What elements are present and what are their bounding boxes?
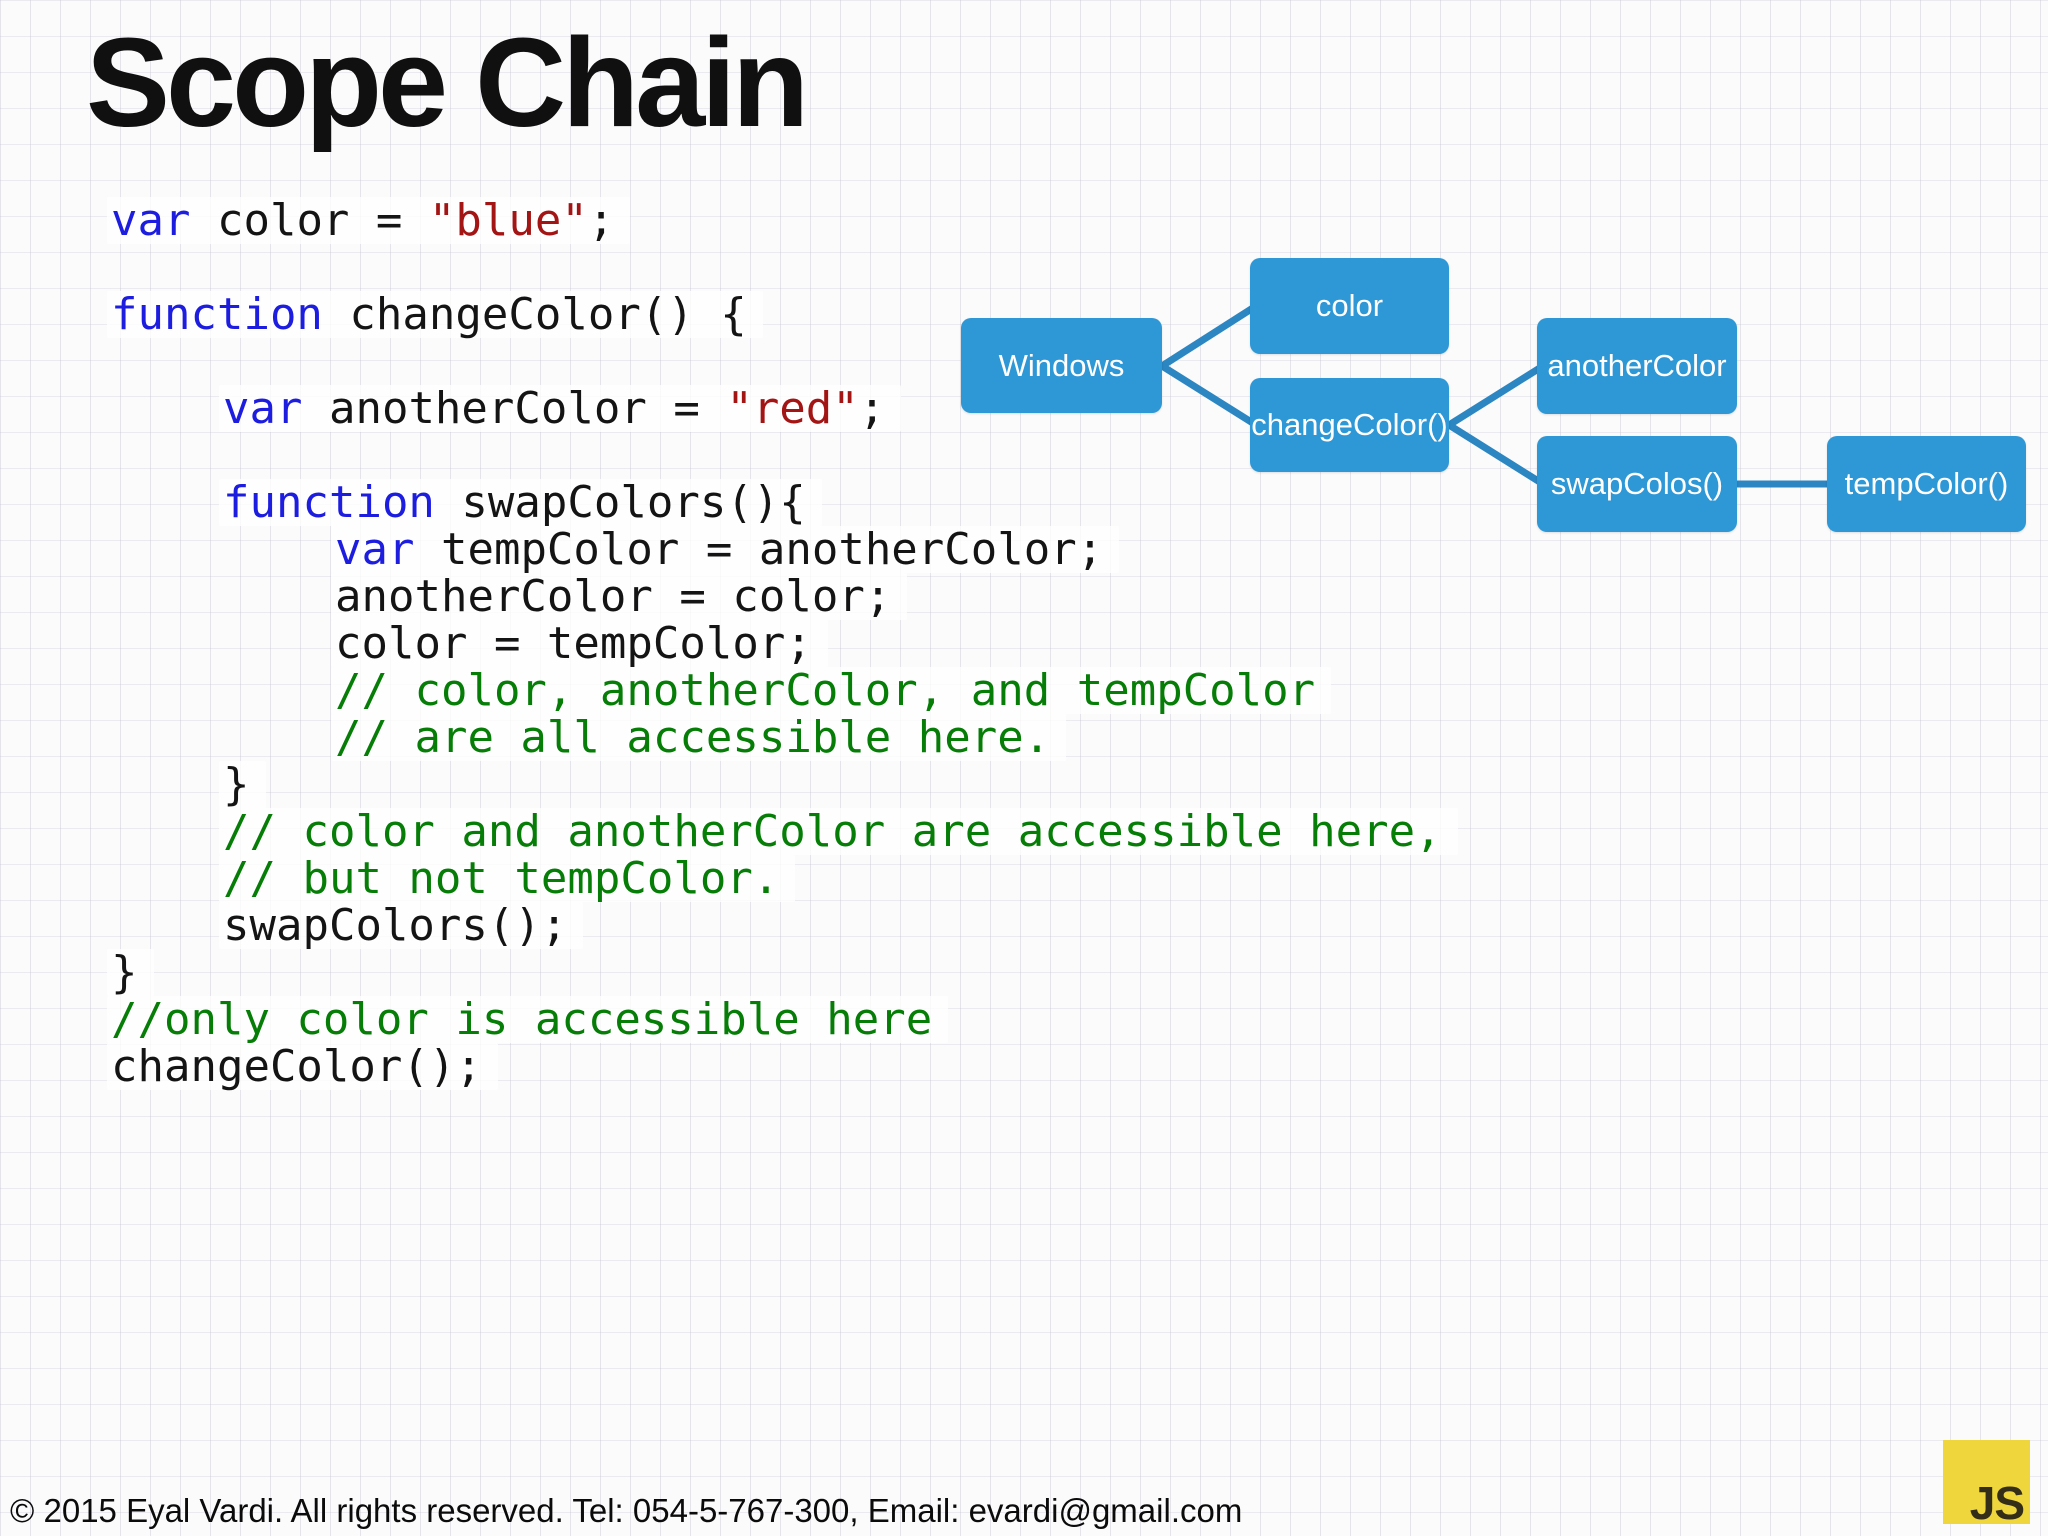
code-line-highlight: // but not tempColor. — [219, 853, 796, 904]
code-line-highlight: } — [107, 949, 154, 996]
code-line-highlight: // are all accessible here. — [331, 712, 1067, 763]
page-title: Scope Chain — [86, 12, 809, 153]
code-token-cm: // color, anotherColor, and tempColor — [335, 665, 1316, 716]
code-line: changeColor(); — [107, 1043, 1458, 1090]
code-line-highlight: color = tempColor; — [331, 620, 828, 667]
diagram-node-tempcolor: tempColor() — [1827, 436, 2026, 532]
code-token-str: "red" — [726, 383, 859, 434]
copyright-footer: © 2015 Eyal Vardi. All rights reserved. … — [10, 1492, 1243, 1529]
connector-changecolor-anothercolor — [1447, 363, 1545, 428]
code-line-highlight: //only color is accessible here — [107, 994, 949, 1045]
code-line: } — [107, 949, 1458, 996]
code-line: function changeColor() { — [107, 291, 1458, 338]
connector-changecolor-swapcolos — [1447, 422, 1545, 487]
code-token-pl: anotherColor = — [302, 383, 727, 434]
code-token-cm: // are all accessible here. — [335, 712, 1051, 763]
code-line: anotherColor = color; — [107, 573, 1458, 620]
code-token-kw: function — [111, 289, 323, 340]
diagram-node-anothercolor: anotherColor — [1537, 318, 1737, 414]
diagram-node-swapcolos: swapColos() — [1537, 436, 1737, 532]
code-line: var color = "blue"; — [107, 197, 1458, 244]
code-line-highlight: swapColors(); — [219, 900, 584, 951]
code-line: // color and anotherColor are accessible… — [107, 808, 1458, 855]
code-line: // are all accessible here. — [107, 714, 1458, 761]
code-token-kw: var — [111, 195, 191, 246]
diagram-node-changecolor: changeColor() — [1250, 378, 1449, 472]
code-line-highlight: function swapColors(){ — [219, 479, 822, 526]
code-token-pl: tempColor = anotherColor; — [414, 524, 1104, 575]
code-token-kw: function — [223, 477, 435, 528]
code-line: function swapColors(){ — [107, 479, 1458, 526]
code-line-highlight: anotherColor = color; — [331, 571, 908, 622]
javascript-logo-text: JS — [1969, 1477, 2025, 1529]
code-token-cm: // but not tempColor. — [223, 853, 780, 904]
code-token-pl: } — [223, 759, 250, 810]
code-token-pl: color = tempColor; — [335, 618, 812, 669]
diagram-node-color: color — [1250, 258, 1449, 354]
code-line-highlight: var tempColor = anotherColor; — [331, 524, 1120, 575]
code-line-highlight: // color and anotherColor are accessible… — [219, 808, 1458, 855]
diagram-node-windows: Windows — [961, 318, 1162, 413]
code-line: // but not tempColor. — [107, 855, 1458, 902]
code-token-pl: changeColor() { — [322, 289, 747, 340]
code-token-pl: ; — [858, 383, 886, 434]
code-line-highlight: changeColor(); — [107, 1043, 498, 1090]
code-line-highlight: } — [219, 761, 266, 808]
code-line: var anotherColor = "red"; — [107, 385, 1458, 432]
code-line: } — [107, 761, 1458, 808]
code-line-highlight: // color, anotherColor, and tempColor — [331, 665, 1332, 716]
code-line-highlight: var color = "blue"; — [107, 195, 631, 246]
code-token-pl: swapColors(){ — [434, 477, 806, 528]
code-line: var tempColor = anotherColor; — [107, 526, 1458, 573]
code-block: var color = "blue"; function changeColor(… — [107, 197, 1458, 1090]
code-token-pl: anotherColor = color; — [335, 571, 892, 622]
code-token-str: "blue" — [428, 195, 588, 246]
code-line-highlight: var anotherColor = "red"; — [219, 383, 902, 434]
code-token-kw: var — [223, 383, 303, 434]
code-token-pl: color = — [190, 195, 429, 246]
code-line: // color, anotherColor, and tempColor — [107, 667, 1458, 714]
code-line: color = tempColor; — [107, 620, 1458, 667]
code-line-highlight: function changeColor() { — [107, 291, 763, 338]
code-line: swapColors(); — [107, 902, 1458, 949]
code-token-pl: swapColors(); — [223, 900, 568, 951]
code-token-cm: // color and anotherColor are accessible… — [223, 806, 1442, 857]
code-token-pl: } — [111, 947, 138, 998]
code-token-kw: var — [335, 524, 415, 575]
code-token-cm: //only color is accessible here — [111, 994, 933, 1045]
code-token-pl: changeColor(); — [111, 1041, 482, 1092]
javascript-logo: JS — [1943, 1440, 2030, 1529]
code-token-pl: ; — [587, 195, 615, 246]
code-line: //only color is accessible here — [107, 996, 1458, 1043]
